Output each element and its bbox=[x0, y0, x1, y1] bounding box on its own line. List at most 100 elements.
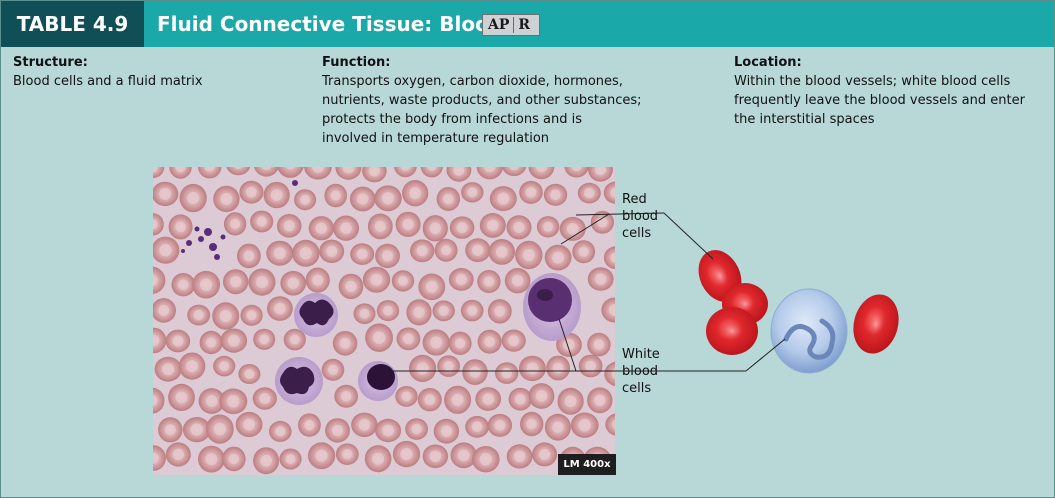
red-blood-cell-center bbox=[381, 192, 395, 205]
red-blood-cell-center bbox=[345, 280, 357, 292]
red-blood-cell bbox=[393, 167, 417, 178]
red-blood-cell-center bbox=[403, 333, 414, 345]
red-blood-cell-center bbox=[471, 421, 483, 433]
red-blood-cell-center bbox=[594, 167, 607, 176]
wbc-illustration bbox=[770, 288, 848, 374]
red-blood-cell-center bbox=[331, 424, 344, 436]
red-blood-cell-center bbox=[153, 452, 160, 464]
red-blood-cell-center bbox=[612, 419, 615, 430]
red-blood-cell-center bbox=[315, 449, 328, 462]
red-blood-cell bbox=[169, 167, 192, 179]
red-blood-cell-center bbox=[456, 222, 468, 234]
red-blood-cell-center bbox=[244, 369, 255, 379]
table-header: TABLE 4.9 Fluid Connective Tissue: Blood… bbox=[1, 1, 1054, 47]
red-blood-cell-center bbox=[525, 187, 537, 198]
red-blood-cell-center bbox=[273, 247, 286, 260]
red-blood-cell-center bbox=[164, 424, 176, 436]
function-text-line: nutrients, waste products, and other sub… bbox=[322, 93, 642, 108]
red-blood-cell-center bbox=[311, 167, 325, 173]
red-blood-cell-center bbox=[411, 423, 422, 435]
red-blood-cell-center bbox=[454, 338, 466, 349]
red-blood-cell-center bbox=[429, 222, 441, 234]
red-blood-cell-center bbox=[413, 306, 425, 318]
red-blood-cell-center bbox=[501, 367, 512, 379]
red-blood-cell-center bbox=[230, 276, 242, 288]
red-blood-cell-center bbox=[153, 334, 160, 347]
red-blood-cell-center bbox=[610, 187, 615, 199]
red-blood-cell-center bbox=[243, 418, 256, 431]
red-blood-cell-center bbox=[368, 167, 380, 177]
red-blood-cell-center bbox=[233, 167, 243, 170]
red-blood-cell-center bbox=[382, 424, 394, 437]
red-blood-cell-center bbox=[274, 302, 286, 315]
apr-badge[interactable]: AP R bbox=[482, 14, 540, 36]
red-blood-cell bbox=[528, 167, 555, 180]
red-blood-cell-center bbox=[340, 391, 352, 402]
red-blood-cell-center bbox=[300, 194, 311, 205]
red-blood-cell-center bbox=[522, 248, 535, 262]
structure-heading: Structure: bbox=[13, 55, 88, 70]
red-blood-cell bbox=[304, 167, 332, 180]
red-blood-cell-center bbox=[219, 361, 230, 372]
label-line: cells bbox=[622, 381, 652, 396]
red-blood-cell-center bbox=[342, 167, 355, 174]
red-blood-cell-center bbox=[416, 245, 428, 257]
red-blood-cell-center bbox=[358, 418, 371, 431]
red-blood-cell-center bbox=[511, 275, 524, 287]
red-blood-cell-center bbox=[429, 450, 442, 462]
red-blood-cell-center bbox=[552, 251, 565, 264]
red-blood-cell-center bbox=[443, 193, 454, 205]
red-blood-cell-center bbox=[162, 363, 175, 376]
red-blood-cell-center bbox=[608, 304, 615, 316]
red-blood-cell-center bbox=[283, 220, 295, 232]
red-blood-cell-center bbox=[243, 250, 255, 262]
red-blood-cell-center bbox=[330, 190, 341, 201]
red-blood-cell-center bbox=[593, 339, 605, 350]
red-blood-cell-center bbox=[227, 395, 240, 408]
red-blood-cell-center bbox=[342, 449, 353, 460]
red-blood-cell-center bbox=[359, 308, 370, 319]
label-line: blood bbox=[622, 209, 659, 224]
white-blood-cell bbox=[294, 293, 338, 337]
red-blood-cell-center bbox=[543, 221, 554, 232]
red-blood-cell-center bbox=[425, 280, 438, 293]
red-blood-cell-center bbox=[401, 391, 412, 402]
red-blood-cell-center bbox=[409, 187, 422, 200]
red-blood-cell-center bbox=[340, 222, 352, 234]
white-blood-cell bbox=[358, 361, 398, 401]
red-blood-cell-center bbox=[172, 448, 184, 461]
red-blood-cell-center bbox=[172, 335, 184, 347]
red-blood-cell-center bbox=[372, 452, 385, 465]
red-blood-cell-center bbox=[550, 189, 561, 201]
label-line: cells bbox=[622, 226, 652, 241]
red-blood-cell-center bbox=[259, 393, 271, 404]
magnification-label: LM 400x bbox=[558, 454, 616, 475]
red-blood-cell-center bbox=[455, 273, 467, 285]
red-blood-cell-center bbox=[261, 167, 272, 170]
red-blood-cell-center bbox=[205, 395, 218, 407]
red-blood-cell-center bbox=[566, 223, 579, 235]
red-blood-cell-center bbox=[370, 273, 383, 286]
red-blood-cell-center bbox=[552, 421, 564, 433]
red-blood-cell bbox=[254, 167, 279, 177]
red-blood-cell-center bbox=[159, 187, 172, 200]
red-blood-cell-center bbox=[443, 361, 454, 372]
red-blood-cell-center bbox=[402, 218, 414, 230]
red-blood-cell-center bbox=[472, 244, 484, 256]
red-blood-cell-center bbox=[594, 394, 606, 406]
structure-text: Blood cells and a fluid matrix bbox=[13, 74, 203, 89]
red-blood-cell bbox=[420, 167, 443, 178]
apr-badge-ap: AP bbox=[488, 17, 510, 33]
label-line: Red bbox=[622, 192, 647, 207]
location-column: Location: Within the blood vessels; whit… bbox=[734, 53, 1054, 129]
red-blood-cell bbox=[277, 167, 304, 178]
red-blood-cell-center bbox=[467, 187, 478, 198]
red-blood-cell-center bbox=[205, 453, 218, 466]
red-blood-cell-center bbox=[426, 167, 437, 171]
red-blood-cell bbox=[605, 413, 615, 436]
location-text-line: the interstitial spaces bbox=[734, 112, 875, 127]
red-blood-cell-center bbox=[275, 426, 286, 437]
red-blood-cell-center bbox=[270, 189, 283, 201]
red-blood-cell-center bbox=[438, 305, 449, 316]
